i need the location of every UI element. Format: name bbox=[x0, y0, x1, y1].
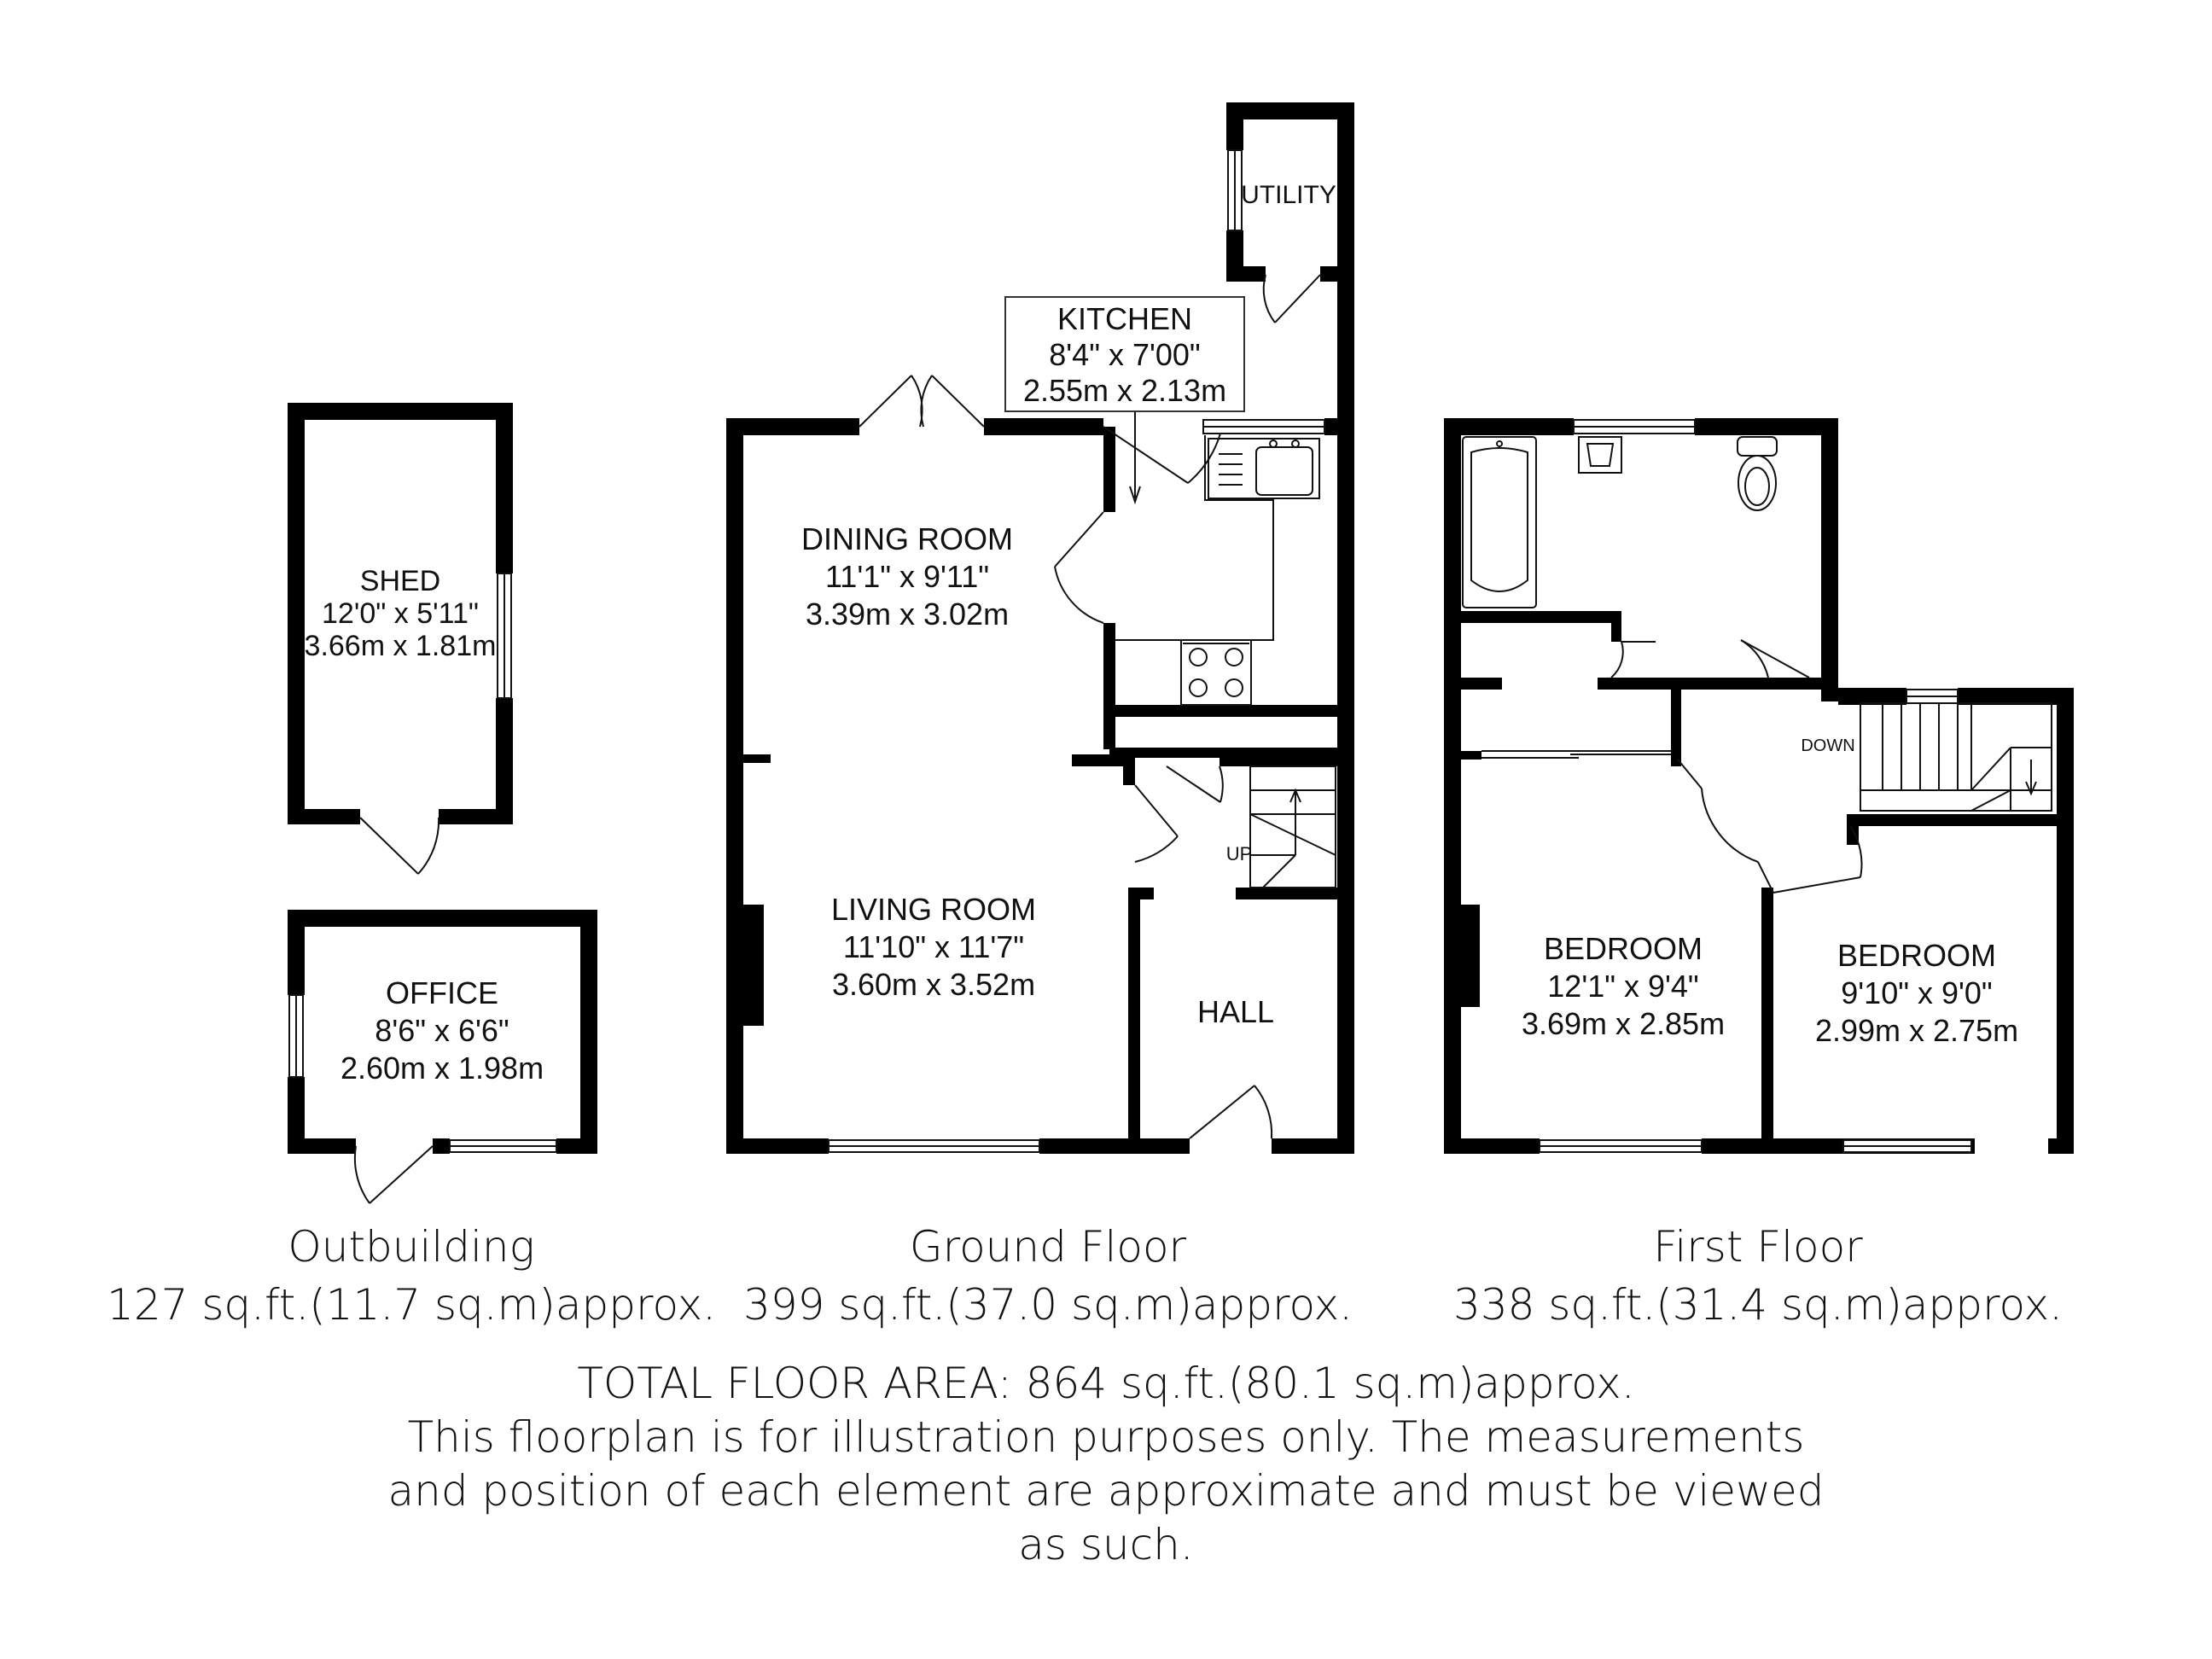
outbuilding-caption: Outbuilding bbox=[288, 1222, 534, 1272]
first-floor-caption: First Floor bbox=[1653, 1222, 1863, 1272]
shed-imperial: 12'0" x 5'11" bbox=[322, 597, 479, 630]
shed-walls bbox=[288, 403, 513, 824]
disclaimer-line-2: and position of each element are approxi… bbox=[387, 1466, 1825, 1516]
stairs-up-label: UP bbox=[1226, 843, 1253, 864]
kitchen-imperial: 8'4" x 7'00" bbox=[1049, 337, 1200, 372]
disclaimer-line-3: as such. bbox=[1018, 1520, 1194, 1569]
utility-name: UTILITY bbox=[1241, 181, 1336, 209]
dining-room-imperial: 11'1" x 9'11" bbox=[825, 559, 989, 594]
bedroom-2-name: BEDROOM bbox=[1837, 938, 1996, 973]
dining-room-name: DINING ROOM bbox=[801, 521, 1013, 556]
living-room-metric: 3.60m x 3.52m bbox=[832, 967, 1035, 1002]
first-floor-walls bbox=[1444, 418, 2074, 1154]
dining-room-metric: 3.39m x 3.02m bbox=[806, 597, 1009, 632]
ground-floor-walls bbox=[726, 102, 1354, 1154]
ground-floor-area: 399 sq.ft.(37.0 sq.m)approx. bbox=[743, 1280, 1353, 1330]
outbuilding-area: 127 sq.ft.(11.7 sq.m)approx. bbox=[107, 1280, 716, 1330]
shed-name: SHED bbox=[360, 565, 440, 597]
living-room-name: LIVING ROOM bbox=[831, 892, 1036, 927]
kitchen-metric: 2.55m x 2.13m bbox=[1023, 373, 1226, 408]
stairs-down-label: DOWN bbox=[1801, 736, 1854, 755]
plan-details bbox=[288, 149, 2052, 1204]
bedroom-2-imperial: 9'10" x 9'0" bbox=[1841, 975, 1992, 1010]
first-floor-area: 338 sq.ft.(31.4 sq.m)approx. bbox=[1453, 1280, 2063, 1330]
office-metric: 2.60m x 1.98m bbox=[341, 1051, 544, 1086]
disclaimer-line-1: This floorplan is for illustration purpo… bbox=[407, 1412, 1805, 1462]
bedroom-2-metric: 2.99m x 2.75m bbox=[1815, 1013, 2018, 1048]
office-name: OFFICE bbox=[386, 975, 498, 1010]
office-imperial: 8'6" x 6'6" bbox=[375, 1013, 509, 1048]
office-walls bbox=[288, 910, 597, 1154]
living-room-imperial: 11'10" x 11'7" bbox=[843, 929, 1024, 964]
shed-metric: 3.66m x 1.81m bbox=[305, 630, 497, 662]
total-floor-area: TOTAL FLOOR AREA: 864 sq.ft.(80.1 sq.m)a… bbox=[577, 1359, 1635, 1408]
hall-name: HALL bbox=[1197, 994, 1274, 1029]
bedroom-1-imperial: 12'1" x 9'4" bbox=[1547, 969, 1698, 1004]
ground-floor-caption: Ground Floor bbox=[910, 1222, 1187, 1272]
bedroom-1-name: BEDROOM bbox=[1544, 931, 1703, 966]
kitchen-name: KITCHEN bbox=[1057, 301, 1192, 336]
bedroom-1-metric: 3.69m x 2.85m bbox=[1522, 1006, 1725, 1041]
footer-notes: TOTAL FLOOR AREA: 864 sq.ft.(80.1 sq.m)a… bbox=[0, 1357, 2212, 1572]
